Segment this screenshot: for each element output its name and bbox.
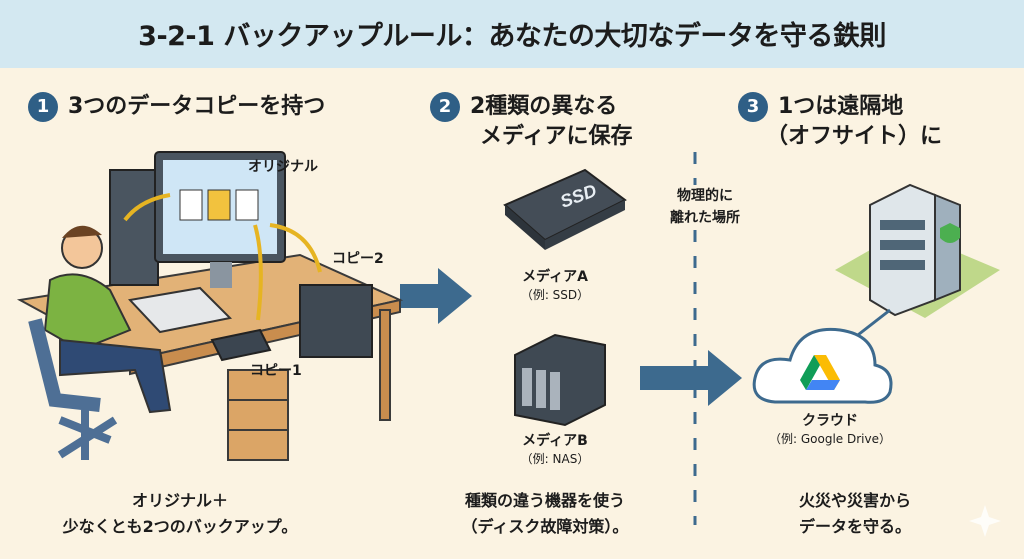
caption-line1: 種類の違う機器を使う	[464, 491, 625, 510]
ssd-drive-icon	[503, 168, 627, 250]
google-drive-icon	[800, 355, 840, 390]
cloud-name: クラウド	[802, 413, 858, 429]
arrow-right-icon	[400, 268, 472, 324]
label-media-a: メディアA （例: SSD）	[500, 268, 610, 304]
computer-tower-icon	[109, 169, 159, 286]
label-cloud: クラウド （例: Google Drive）	[760, 412, 900, 448]
arrow-right-icon	[640, 350, 742, 406]
sparkle-icon	[969, 505, 1001, 537]
media-a-name: メディアA	[522, 269, 588, 285]
header-band	[0, 0, 1024, 68]
copy-arrows	[123, 193, 322, 321]
step-2-heading: 2 2種類の異なるメディアに保存	[430, 92, 632, 152]
monitor-icon	[154, 151, 286, 288]
step-1-heading: 1 3つのデータコピーを持つ	[28, 92, 325, 122]
step-title-line2: メディアに保存	[480, 124, 633, 149]
nas-device-icon	[514, 333, 606, 427]
step-1-caption: オリジナル＋ 少なくとも2つのバックアップ。	[30, 488, 330, 540]
step-title-line1: 2種類の異なる	[470, 94, 618, 119]
caption-line2: データを守る。	[798, 517, 911, 536]
step-number-badge: 3	[738, 92, 768, 122]
shield-check-icon	[940, 223, 960, 243]
step-2-caption: 種類の違う機器を使う （ディスク故障対策）。	[420, 488, 670, 540]
caption-line2: （ディスク故障対策）。	[461, 517, 629, 536]
label-copy1: コピー1	[250, 363, 302, 379]
step-3-heading: 3 1つは遠隔地 （オフサイト）に	[738, 92, 942, 152]
caption-line1: 火災や災害から	[798, 491, 911, 510]
person-illustration	[28, 225, 172, 460]
step-title-line1: 1つは遠隔地	[778, 94, 904, 119]
step-3-caption: 火災や災害からデータを守る。	[770, 488, 940, 540]
step-title-line2: （オフサイト）に	[766, 124, 943, 149]
label-media-b: メディアB （例: NAS）	[500, 432, 610, 468]
media-a-example: （例: SSD）	[520, 288, 590, 302]
step-title: 3つのデータコピーを持つ	[68, 94, 326, 119]
keyboard-icon	[127, 286, 233, 334]
offsite-datacenter-icon	[835, 183, 1000, 318]
caption-line2: 少なくとも2つのバックアップ。	[62, 517, 298, 536]
step-number-badge: 1	[28, 92, 58, 122]
caption-line1: オリジナル＋	[131, 491, 228, 510]
step-number-badge: 2	[430, 92, 460, 122]
page-title: 3-2-1 バックアップルール：あなたの大切なデータを守る鉄則	[138, 21, 886, 52]
external-ssd-icon	[210, 328, 272, 362]
label-original: オリジナル	[248, 159, 318, 175]
media-b-name: メディアB	[522, 433, 588, 449]
label-copy2: コピー2	[332, 251, 384, 267]
cloud-example: （例: Google Drive）	[769, 432, 891, 446]
separation-line1: 物理的に	[677, 188, 733, 204]
nas-icon-small	[299, 284, 373, 358]
separation-line2: 離れた場所	[670, 210, 740, 226]
media-b-example: （例: NAS）	[520, 452, 590, 466]
label-separation: 物理的に離れた場所	[650, 185, 760, 229]
